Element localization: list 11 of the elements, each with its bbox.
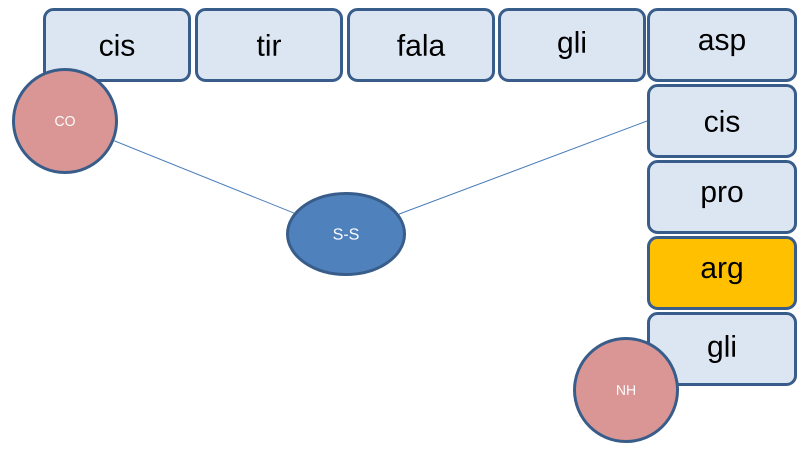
- amino-acid-box: cis: [647, 84, 798, 158]
- amino-acid-box: pro: [647, 160, 798, 234]
- amino-acid-box: cis: [43, 8, 191, 82]
- connector-line: [114, 140, 294, 214]
- amino-acid-box: fala: [347, 8, 495, 82]
- amino-acid-box: arg: [647, 236, 798, 310]
- amino-acid-box: tir: [195, 8, 343, 82]
- amino-acid-box: asp: [647, 8, 798, 82]
- amino-acid-box: gli: [647, 312, 798, 386]
- amino-acid-box: gli: [498, 8, 646, 82]
- connector-line: [398, 120, 648, 215]
